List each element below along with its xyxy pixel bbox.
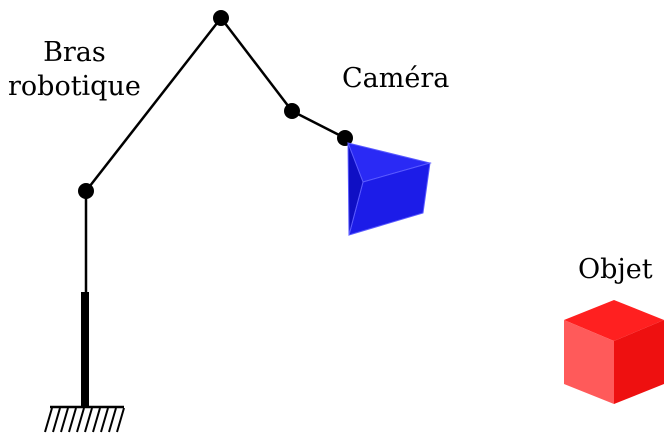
joint-3 (284, 103, 300, 119)
arm-label-line2: robotique (8, 71, 141, 102)
joint-1 (78, 183, 94, 199)
cube-right (614, 320, 664, 404)
robot-arm (84, 17, 346, 292)
arm-label-line1: Bras (43, 37, 106, 68)
cube-top (564, 300, 664, 341)
joint-4 (337, 130, 353, 146)
joint-2 (213, 10, 229, 26)
arm-link-3 (220, 17, 293, 112)
camera-label: Caméra (342, 63, 450, 94)
arm-joints (78, 10, 353, 199)
arm-label: Bras robotique (8, 36, 141, 104)
arm-link-2 (85, 17, 222, 192)
camera-face-side (347, 142, 364, 236)
object-cube-icon (564, 300, 664, 404)
arm-link-4 (291, 109, 346, 140)
cube-left (564, 320, 614, 404)
arm-base (81, 292, 89, 407)
ground-hatch-icon (44, 405, 125, 433)
object-label: Objet (578, 254, 653, 285)
camera-icon (347, 142, 432, 236)
